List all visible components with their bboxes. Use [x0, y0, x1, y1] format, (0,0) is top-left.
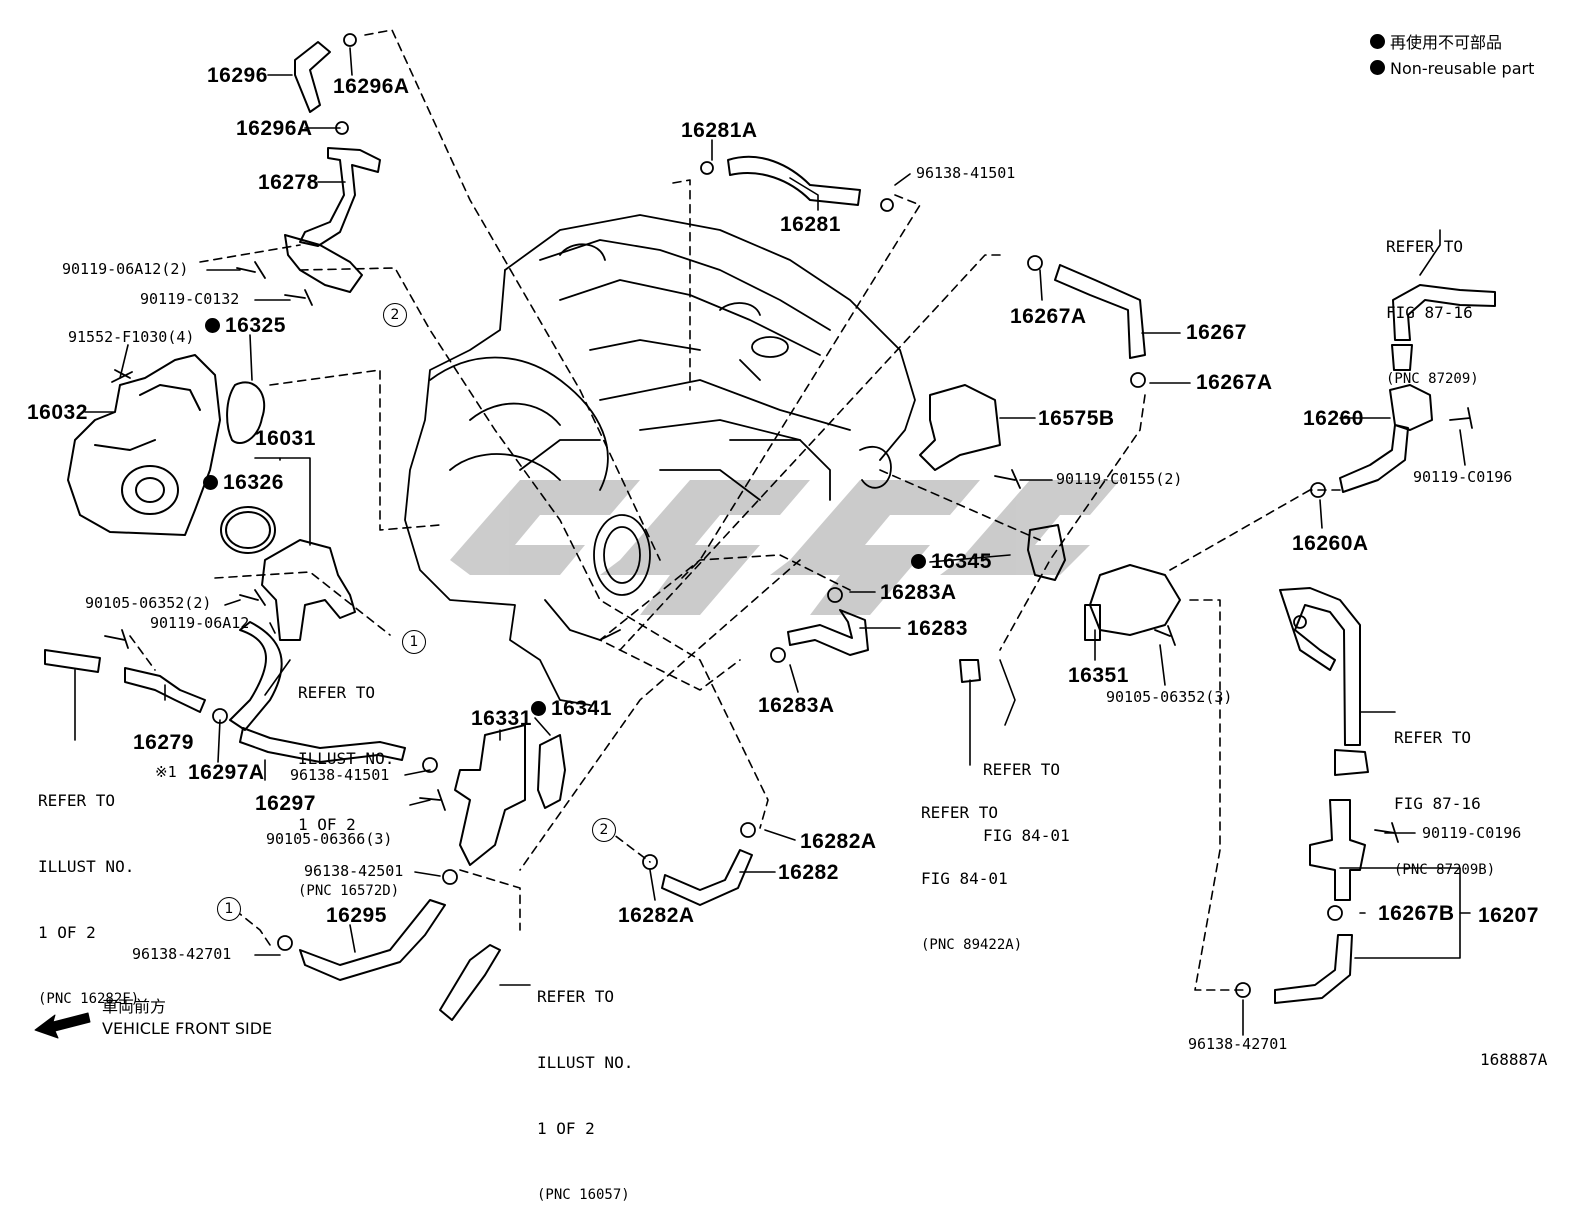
part-label[interactable]: 16575B	[1038, 407, 1115, 430]
callout-1-mid: 1	[402, 630, 426, 654]
part-label[interactable]: 16278	[258, 171, 319, 194]
non-reusable-dot-icon	[1370, 34, 1385, 49]
part-label[interactable]: 16296	[207, 64, 268, 87]
part-label[interactable]: 90119-C0155(2)	[1056, 470, 1183, 488]
part-label[interactable]: 16279	[133, 731, 194, 754]
part-label[interactable]: 16282	[778, 861, 839, 884]
ref-note-16057[interactable]: REFER TO ILLUST NO. 1 OF 2 (PNC 16057)	[537, 987, 634, 1203]
part-label[interactable]: 16296A	[236, 117, 313, 140]
part-label[interactable]: 16267	[1186, 321, 1247, 344]
legend-jp: 再使用不可部品	[1370, 30, 1534, 56]
part-label[interactable]: 16331	[471, 707, 532, 730]
solid-leaders	[74, 47, 1471, 1036]
ref-note-fig87-mid[interactable]: REFER TO FIG 87-16 (PNC 87209B)	[1394, 728, 1496, 878]
part-label[interactable]: 16281	[780, 213, 841, 236]
non-reusable-dot-icon	[203, 475, 218, 490]
part-label[interactable]: 16297A	[188, 761, 265, 784]
non-reusable-dot-icon	[911, 554, 926, 569]
ref-note-fig84-b[interactable]: REFER TO FIG 84-01 (PNC 89422A)	[921, 803, 1023, 953]
note-mark: ※1	[155, 763, 177, 781]
front-arrow-icon	[34, 1012, 91, 1039]
part-label[interactable]: 16207	[1478, 904, 1539, 927]
part-label[interactable]: 90119-06A12	[150, 614, 250, 632]
part-label[interactable]: 16267A	[1010, 305, 1087, 328]
part-label[interactable]: 16297	[255, 792, 316, 815]
legend-en: Non-reusable part	[1370, 56, 1534, 82]
part-label[interactable]: 16295	[326, 904, 387, 927]
dashed-leaders	[129, 29, 1341, 991]
part-label[interactable]: 90119-06A12(2)	[62, 260, 189, 278]
ref-note-16282F[interactable]: REFER TO ILLUST NO. 1 OF 2 (PNC 16282F)	[38, 791, 140, 1007]
part-label[interactable]: 16283A	[880, 581, 957, 604]
part-label-non-reusable[interactable]: 16341	[531, 698, 612, 719]
engine-block	[404, 214, 916, 706]
non-reusable-dot-icon	[1370, 60, 1385, 75]
part-label[interactable]: 16281A	[681, 119, 758, 142]
callout-2-bottom: 2	[592, 818, 616, 842]
clamps-bolts	[104, 33, 1473, 998]
part-label[interactable]: 16267A	[1196, 371, 1273, 394]
part-label[interactable]: 96138-42501	[304, 862, 404, 880]
ref-note-fig84-a[interactable]: REFER TO FIG 84-01	[983, 760, 1070, 845]
vehicle-front-side: 車両前方 VEHICLE FRONT SIDE	[102, 997, 273, 1038]
part-label[interactable]: 90119-C0196	[1422, 824, 1522, 842]
part-label[interactable]: 90105-06366(3)	[266, 830, 393, 848]
watermark-logo	[450, 480, 1120, 615]
part-label[interactable]: 90105-06352(3)	[1106, 688, 1233, 706]
part-label[interactable]: 90119-C0196	[1413, 468, 1513, 486]
ref-note-16572D[interactable]: REFER TO ILLUST NO. 1 OF 2 (PNC 16572D)	[298, 683, 400, 899]
part-label[interactable]: 16282A	[800, 830, 877, 853]
part-label[interactable]: 16267B	[1378, 902, 1455, 925]
parts-diagram	[34, 29, 1496, 1039]
part-label-non-reusable[interactable]: 16325	[205, 315, 286, 336]
part-label[interactable]: 16031	[255, 427, 316, 450]
part-label[interactable]: 96138-42701	[1188, 1035, 1288, 1053]
ref-note-fig87-top[interactable]: REFER TO FIG 87-16 (PNC 87209)	[1386, 237, 1479, 387]
part-label-non-reusable[interactable]: 16326	[203, 472, 284, 493]
non-reusable-dot-icon	[205, 318, 220, 333]
part-label[interactable]: 16282A	[618, 904, 695, 927]
part-label[interactable]: 16032	[27, 401, 88, 424]
part-label[interactable]: 16283A	[758, 694, 835, 717]
part-label[interactable]: 96138-41501	[290, 766, 390, 784]
part-label[interactable]: 16296A	[333, 75, 410, 98]
non-reusable-dot-icon	[531, 701, 546, 716]
part-label[interactable]: 96138-41501	[916, 164, 1016, 182]
legend: 再使用不可部品 Non-reusable part	[1370, 30, 1534, 82]
hoses	[44, 41, 1496, 1021]
part-label[interactable]: 96138-42701	[132, 945, 232, 963]
figure-id: 168887A	[1480, 1050, 1548, 1069]
part-label[interactable]: 16351	[1068, 664, 1129, 687]
part-label[interactable]: 16260	[1303, 407, 1364, 430]
part-label-non-reusable[interactable]: 16345	[911, 551, 992, 572]
part-label[interactable]: 91552-F1030(4)	[68, 328, 195, 346]
part-label[interactable]: 16283	[907, 617, 968, 640]
callout-2-top: 2	[383, 303, 407, 327]
part-label[interactable]: 90105-06352(2)	[85, 594, 212, 612]
part-label[interactable]: 16260A	[1292, 532, 1369, 555]
callout-1-bottom: 1	[217, 897, 241, 921]
part-label[interactable]: 90119-C0132	[140, 290, 240, 308]
components	[67, 147, 1433, 901]
